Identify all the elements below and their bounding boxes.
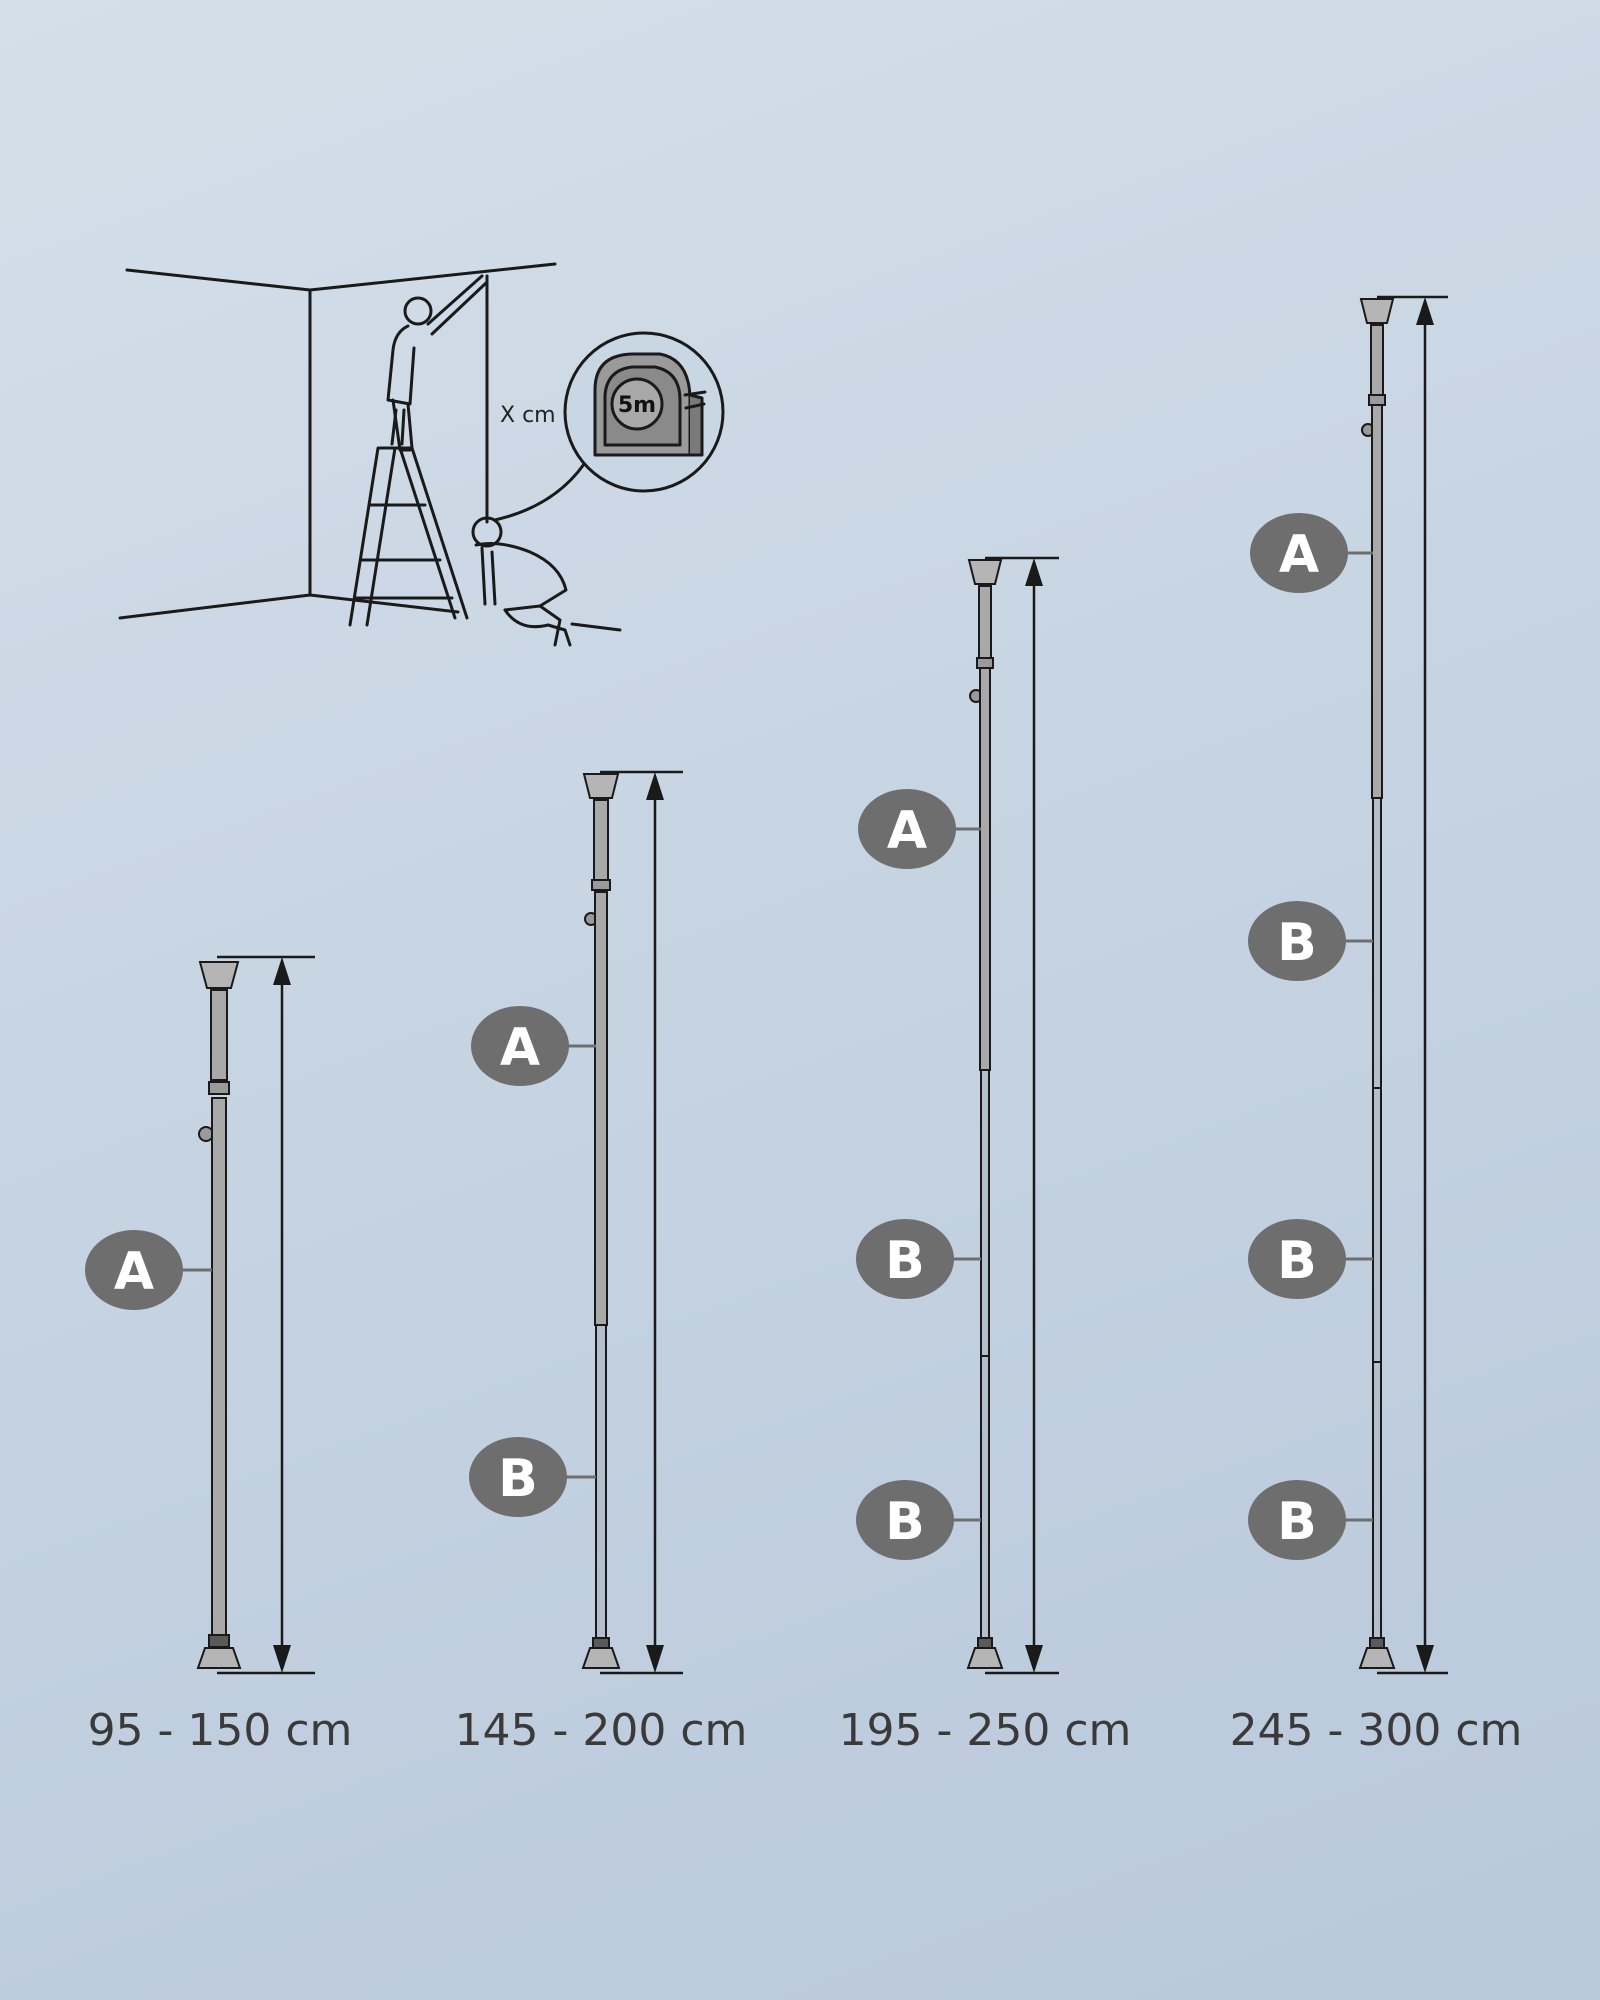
standing-person-icon <box>386 274 488 452</box>
pole-4-range-label: 245 - 300 cm <box>1230 1705 1523 1756</box>
pole-4-base-foot <box>1358 1647 1396 1669</box>
section-badge-label: A <box>1279 525 1319 585</box>
pole-3-section-b2 <box>980 1355 990 1639</box>
pole-1-shape <box>196 961 242 1669</box>
section-badge-label: B <box>1277 913 1317 973</box>
pole-3-section-a <box>979 667 991 1071</box>
section-badge: B <box>1248 901 1346 981</box>
pole-2-section-a <box>594 891 608 1326</box>
section-badge: A <box>858 789 956 869</box>
pole-1-grip <box>208 1634 230 1648</box>
pole-2-grip <box>592 1637 610 1649</box>
pole-1-top-cap <box>198 961 240 989</box>
pole-1-height-dimension <box>217 955 315 1675</box>
section-badge-label: A <box>500 1018 540 1078</box>
section-badge-label: B <box>1277 1231 1317 1291</box>
section-badge: B <box>856 1480 954 1560</box>
pole-2-shape <box>581 773 621 1669</box>
pole-2-height-dimension <box>600 770 683 1675</box>
pole-1-lock-knob <box>198 1126 214 1142</box>
pole-1-joint-ring <box>208 1081 230 1095</box>
pole-4-section-b3 <box>1372 1361 1382 1639</box>
pole-3-range-label: 195 - 250 cm <box>839 1705 1132 1756</box>
section-badge: B <box>469 1437 567 1517</box>
pole-1-upper-tube <box>210 989 228 1081</box>
room-measuring-illustration <box>118 262 725 647</box>
pole-3-base-foot <box>966 1647 1004 1669</box>
pole-2-base-foot <box>581 1647 621 1669</box>
tape-measure-icon <box>593 352 707 457</box>
kneeling-person-icon <box>471 516 572 647</box>
section-badge-label: A <box>887 801 927 861</box>
pole-3-shape <box>966 559 1004 1669</box>
section-badge-label: B <box>1277 1492 1317 1552</box>
section-badge: A <box>85 1230 183 1310</box>
pole-4-shape <box>1358 298 1396 1669</box>
callout-pointer <box>493 453 592 522</box>
tape-measure-label: 5m <box>618 393 656 418</box>
section-badge: B <box>856 1219 954 1299</box>
pole-4-height-dimension <box>1377 295 1448 1675</box>
section-badge-label: A <box>114 1242 154 1302</box>
step-ladder-icon <box>348 446 469 627</box>
pole-3-joint-ring <box>976 657 994 669</box>
section-badge: A <box>471 1006 569 1086</box>
section-badge-label: B <box>498 1449 538 1509</box>
pole-3-grip <box>977 1637 993 1649</box>
pole-2-range-label: 145 - 200 cm <box>455 1705 748 1756</box>
section-badge: A <box>1250 513 1348 593</box>
pole-1-range-label: 95 - 150 cm <box>88 1705 353 1756</box>
pole-configuration-1: A 95 - 150 cm <box>85 955 353 1756</box>
pole-2-section-b <box>595 1324 607 1639</box>
section-badge: B <box>1248 1219 1346 1299</box>
pole-configuration-4: A B B B 245 - 300 cm <box>1230 295 1523 1756</box>
section-badge-label: B <box>885 1492 925 1552</box>
measurement-label: X cm <box>500 403 556 428</box>
pole-3-height-dimension <box>985 556 1059 1675</box>
pole-4-upper-tube <box>1370 324 1384 396</box>
pole-2-top-cap <box>582 773 620 799</box>
pole-3-top-cap <box>967 559 1003 585</box>
pole-4-section-b2 <box>1372 1087 1382 1363</box>
pole-3-upper-tube <box>978 585 992 659</box>
pole-1-section-a <box>211 1097 227 1636</box>
pole-4-section-a <box>1371 404 1383 799</box>
pole-1-base-foot <box>196 1647 242 1669</box>
section-badge-label: B <box>885 1231 925 1291</box>
pole-3-section-b1 <box>980 1069 990 1357</box>
pole-4-grip <box>1369 1637 1385 1649</box>
room-corner-lines <box>118 262 622 632</box>
pole-4-joint-ring <box>1368 394 1386 406</box>
pole-4-section-b1 <box>1372 797 1382 1089</box>
section-badge: B <box>1248 1480 1346 1560</box>
pole-configuration-3: A B B 195 - 250 cm <box>839 556 1132 1756</box>
pole-2-joint-ring <box>591 879 611 891</box>
pole-configuration-2: A B 145 - 200 cm <box>455 770 748 1756</box>
pole-4-top-cap <box>1359 298 1395 324</box>
pole-2-upper-tube <box>593 799 609 881</box>
